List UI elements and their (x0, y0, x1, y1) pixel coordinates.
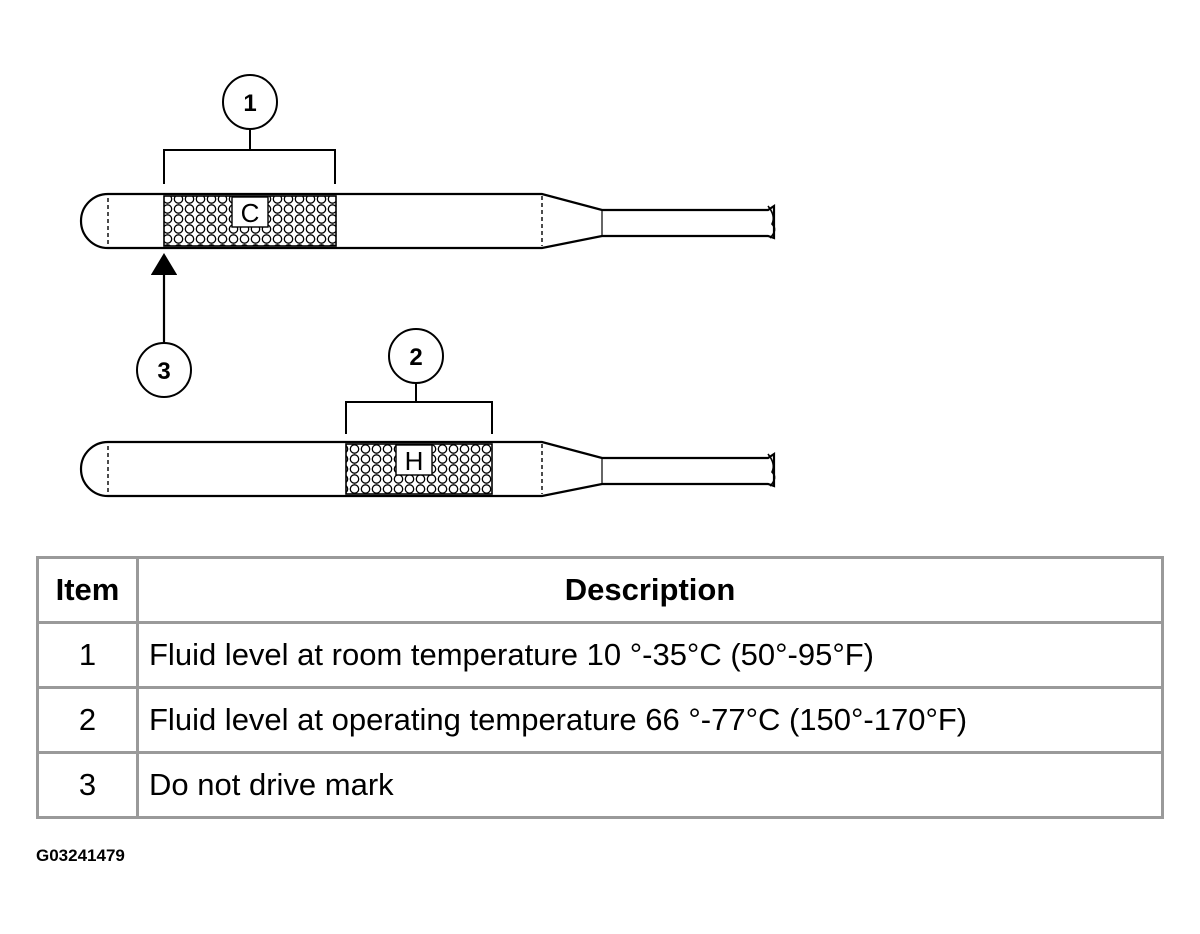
hot-zone-label: H (405, 446, 424, 476)
table-row: 3 Do not drive mark (36, 751, 1164, 819)
table-header-row: Item Description (36, 556, 1164, 624)
callout-1: 1 (163, 74, 336, 184)
dipstick-cold: C (79, 192, 776, 250)
callout-2: 2 (345, 328, 493, 434)
item-description: Fluid level at room temperature 10 °-35°… (136, 621, 1164, 689)
callout-3: 3 (136, 253, 192, 398)
dipstick-illustration: C 1 3 H (30, 64, 1166, 552)
item-description-table: Item Description 1 Fluid level at room t… (36, 556, 1164, 819)
callout-3-number: 3 (157, 358, 170, 385)
figure-code: G03241479 (36, 846, 125, 865)
table-row: 2 Fluid level at operating temperature 6… (36, 686, 1164, 754)
item-number: 1 (36, 621, 139, 689)
item-number: 3 (36, 751, 139, 819)
item-column-header: Item (36, 556, 139, 624)
item-number: 2 (36, 686, 139, 754)
item-description: Do not drive mark (136, 751, 1164, 819)
callout-1-number: 1 (243, 90, 256, 117)
callout-2-number: 2 (409, 344, 422, 371)
cold-zone-label: C (241, 198, 260, 228)
description-column-header: Description (136, 556, 1164, 624)
item-description: Fluid level at operating temperature 66 … (136, 686, 1164, 754)
dipstick-hot: H (79, 440, 776, 498)
table-row: 1 Fluid level at room temperature 10 °-3… (36, 621, 1164, 689)
